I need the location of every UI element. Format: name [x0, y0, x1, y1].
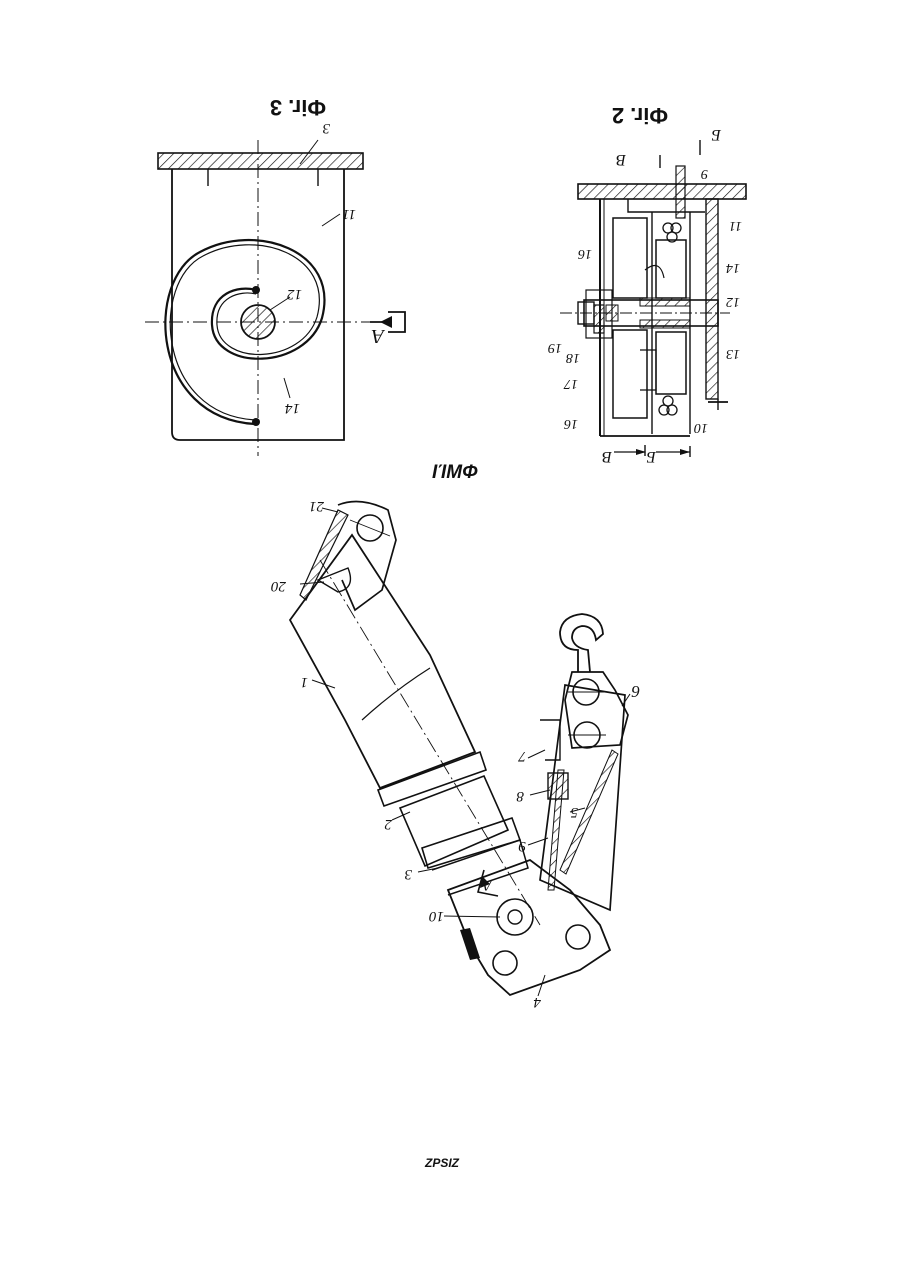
- fig1-label-pivot: 10: [429, 908, 445, 924]
- fig3-section-a: A: [371, 325, 386, 347]
- fig1-label-knuckle: 4: [533, 994, 541, 1010]
- fig2-label-washer: 18: [566, 350, 580, 365]
- fig2-label-cable: 9: [701, 166, 708, 181]
- figure-3-title: Фіг. 3: [270, 95, 326, 120]
- fig2-label-cap: 17: [563, 376, 578, 391]
- fig1-label-sleeve: 2: [384, 816, 392, 832]
- fig2-section-v-bottom: В: [602, 448, 612, 465]
- fig1-section-a: A: [482, 876, 493, 893]
- fig3-label-shaft: 12: [287, 286, 303, 302]
- fig3-label-plate: 3: [323, 120, 332, 136]
- fig2-label-drum-bottom: 16: [564, 416, 578, 431]
- fig2-label-nut: 19: [548, 340, 562, 355]
- fig1-label-cable: 9: [518, 838, 526, 854]
- figure-2: [560, 140, 746, 457]
- figure-2-title: Фіг. 2: [612, 103, 668, 128]
- fig2-label-bearing: 13: [726, 346, 740, 361]
- fig2-label-shaft: 12: [726, 294, 740, 309]
- fig1-label-top-link: 21: [309, 498, 324, 514]
- fig1-label-hook-block: 6: [631, 682, 640, 701]
- sleeve-2: [400, 776, 508, 866]
- fig1-label-collar: 3: [405, 866, 414, 882]
- fig2-label-rollers: 10: [694, 420, 708, 435]
- figure-3: [145, 140, 405, 456]
- fig1-label-lock: 8: [516, 788, 524, 804]
- figure-1: [290, 501, 630, 996]
- collar: [378, 752, 486, 806]
- fig2-section-b-bottom: Б: [646, 448, 657, 465]
- fig2-label-housing: 11: [729, 218, 742, 233]
- fig2-cable: [676, 166, 685, 218]
- mounting-plate: [158, 153, 363, 169]
- header-caption: ΙΊΜΦ: [432, 462, 478, 484]
- shaft-section: [241, 305, 275, 339]
- pivot-10: [497, 899, 533, 935]
- fig3-label-body: 11: [342, 206, 356, 222]
- fig1-label-latch: 7: [517, 748, 526, 764]
- fig2-section-b-top: Б: [711, 126, 722, 143]
- fig2-label-drum: 16: [578, 246, 592, 261]
- footer-caption: ZPSIZ: [425, 1156, 459, 1170]
- fig1-label-tube: 1: [301, 674, 309, 690]
- spring-outer-pin: [252, 418, 260, 426]
- hook: [560, 614, 603, 672]
- fig1-label-plate: 5: [570, 804, 578, 820]
- fig2-section-v-top: В: [616, 151, 626, 168]
- fig1-label-lever: 20: [271, 578, 287, 594]
- fig2-label-drum-right: 14: [726, 260, 740, 275]
- lock-8: [548, 773, 568, 799]
- fig2-mounting-plate: [578, 184, 746, 199]
- spring-inner-pin: [252, 286, 260, 294]
- fig3-label-spring: 14: [285, 400, 301, 416]
